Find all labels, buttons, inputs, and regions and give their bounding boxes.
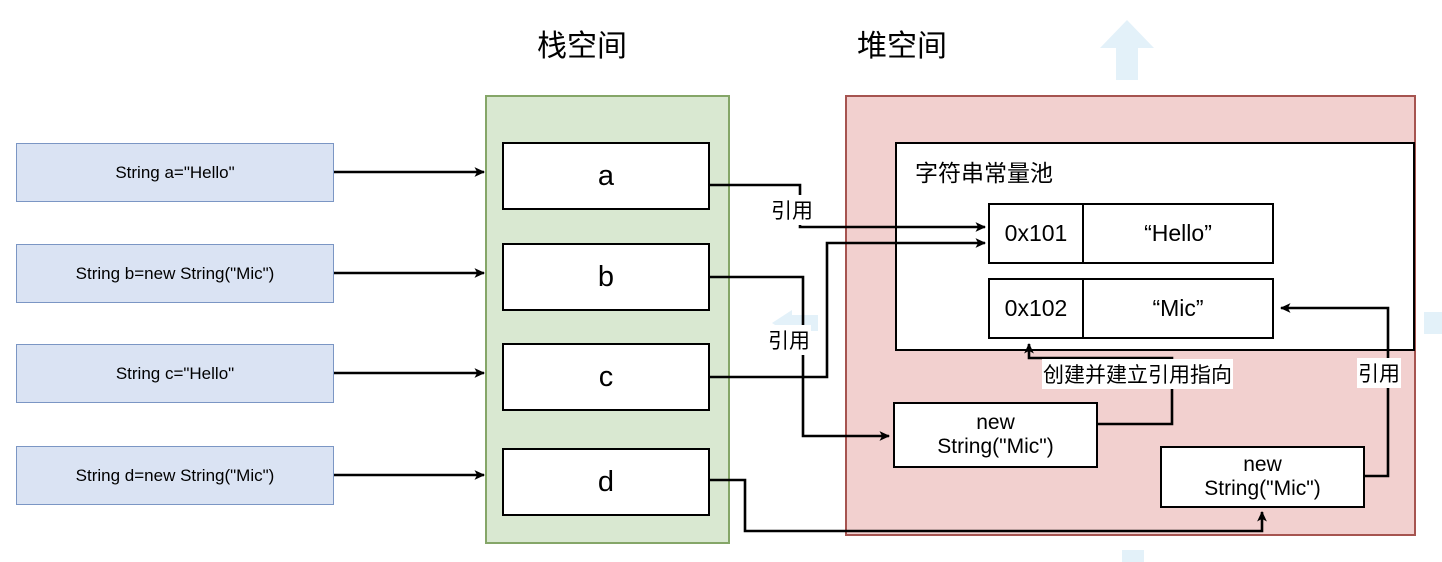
stack-space-title: 栈空间 [537,30,627,63]
pool-row-0x101[interactable]: 0x101 “Hello” [988,203,1274,264]
edge-slot-b-to-heap-object-1 [710,275,890,441]
watermark-square-bottom [1122,550,1144,562]
pool-address-0x102: 0x102 [990,280,1084,337]
stack-slot-label-a: a [597,159,615,192]
declaration-box-d[interactable]: String d=new String("Mic") [16,446,334,505]
declaration-box-c[interactable]: String c="Hello" [16,344,334,403]
watermark-arrow-up-head [1100,20,1154,48]
pool-value-hello: “Hello” [1144,220,1212,246]
declaration-box-b[interactable]: String b=new String("Mic") [16,244,334,303]
stack-slot-label-c: c [598,360,614,393]
stack-slot-d[interactable]: d [502,448,710,516]
declaration-text-a: String a="Hello" [115,162,235,182]
stack-slot-label-b: b [597,260,615,293]
heap-object-2-line1: new [1243,453,1282,477]
watermark-square-right [1424,312,1442,334]
heap-object-new-string-mic-2[interactable]: new String("Mic") [1160,446,1365,508]
edge-label-ref-a: 引用 [770,195,814,225]
declaration-text-b: String b=new String("Mic") [75,263,275,283]
declaration-box-a[interactable]: String a="Hello" [16,143,334,202]
pool-address-0x101: 0x101 [990,205,1084,262]
stack-slot-b[interactable]: b [502,243,710,311]
pool-row-0x102[interactable]: 0x102 “Mic” [988,278,1274,339]
edge-heap-object-2-to-pool-mic [1280,303,1390,478]
declaration-text-d: String d=new String("Mic") [75,465,275,485]
edge-label-ref-b: 引用 [767,325,811,355]
heap-object-new-string-mic-1[interactable]: new String("Mic") [893,402,1098,468]
edge-heap-object-1-to-pool-mic [1024,343,1174,426]
edge-slot-c-to-pool-hello [710,238,986,379]
declaration-text-c: String c="Hello" [115,363,235,383]
heap-space-title: 堆空间 [857,30,947,63]
stack-slot-a[interactable]: a [502,142,710,210]
heap-object-1-line2: String("Mic") [937,435,1054,458]
edge-slot-a-to-pool-hello [710,183,986,232]
edge-label-create-and-ref: 创建并建立引用指向 [1042,359,1233,389]
edge-label-ref-right: 引用 [1357,358,1401,388]
heap-object-2-line2: String("Mic") [1204,477,1321,500]
heap-object-1-line1: new [976,411,1015,435]
stack-slot-label-d: d [597,465,615,498]
edge-slot-d-to-heap-object-2 [710,478,1267,533]
string-constant-pool-title: 字符串常量池 [915,160,1053,186]
pool-value-mic: “Mic” [1152,295,1204,321]
stack-slot-c[interactable]: c [502,343,710,411]
